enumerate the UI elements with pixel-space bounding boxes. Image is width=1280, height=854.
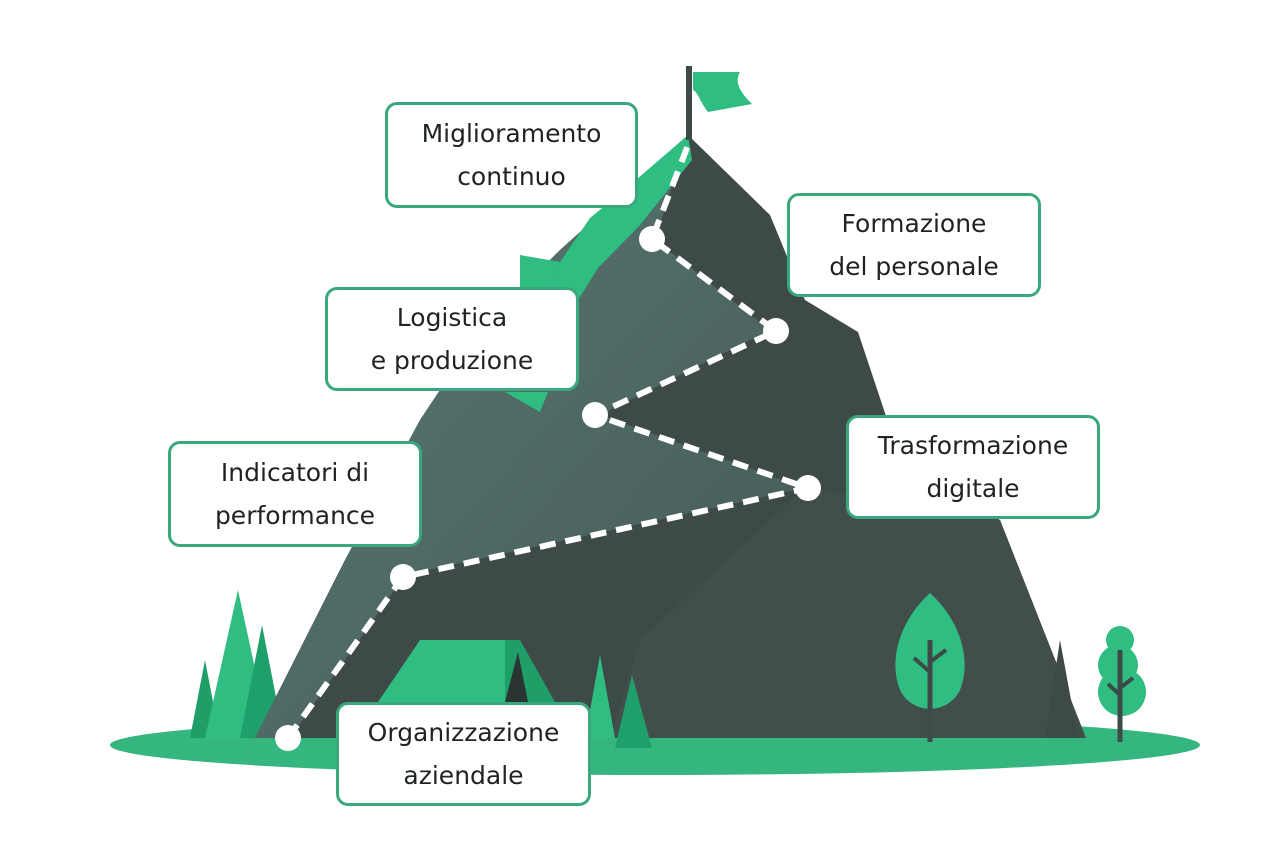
tree-icon [895, 593, 965, 742]
milestone-label-trasformazione: Trasformazione digitale [846, 415, 1100, 519]
milestone-line: performance [214, 501, 376, 530]
milestone-line: continuo [457, 162, 566, 191]
milestone-line: aziendale [403, 761, 524, 790]
tree-icon [1045, 640, 1078, 738]
milestone-line: Logistica [396, 303, 508, 332]
mountain-shadow [610, 488, 1086, 738]
milestone-label-indicatori: Indicatori di performance [168, 441, 422, 547]
waypoint-organizzazione [275, 725, 301, 751]
waypoint-trasformazione [795, 475, 821, 501]
milestone-label-organizzazione: Organizzazione aziendale [336, 702, 591, 806]
milestone-line: Organizzazione [367, 718, 560, 747]
milestone-line: Formazione [841, 209, 987, 238]
flag-icon [686, 66, 752, 140]
milestone-line: del personale [829, 252, 999, 281]
mountain-accent [545, 135, 692, 300]
milestone-label-logistica: Logistica e produzione [325, 287, 579, 391]
milestone-label-miglioramento: Miglioramento continuo [385, 102, 638, 208]
waypoint-logistica [582, 402, 608, 428]
tree-icon [1098, 626, 1146, 742]
milestone-line: e produzione [370, 346, 534, 375]
milestone-line: digitale [926, 474, 1020, 503]
waypoint-miglioramento [639, 226, 665, 252]
waypoint-indicatori [390, 564, 416, 590]
mountain-accent-ledge [505, 392, 548, 412]
milestone-line: Miglioramento [421, 119, 602, 148]
milestone-line: Trasformazione [877, 431, 1069, 460]
tree-icon [585, 655, 652, 748]
tent-icon [378, 640, 555, 702]
waypoint-formazione [763, 318, 789, 344]
milestone-label-formazione: Formazione del personale [787, 193, 1041, 297]
milestone-line: Indicatori di [220, 458, 370, 487]
